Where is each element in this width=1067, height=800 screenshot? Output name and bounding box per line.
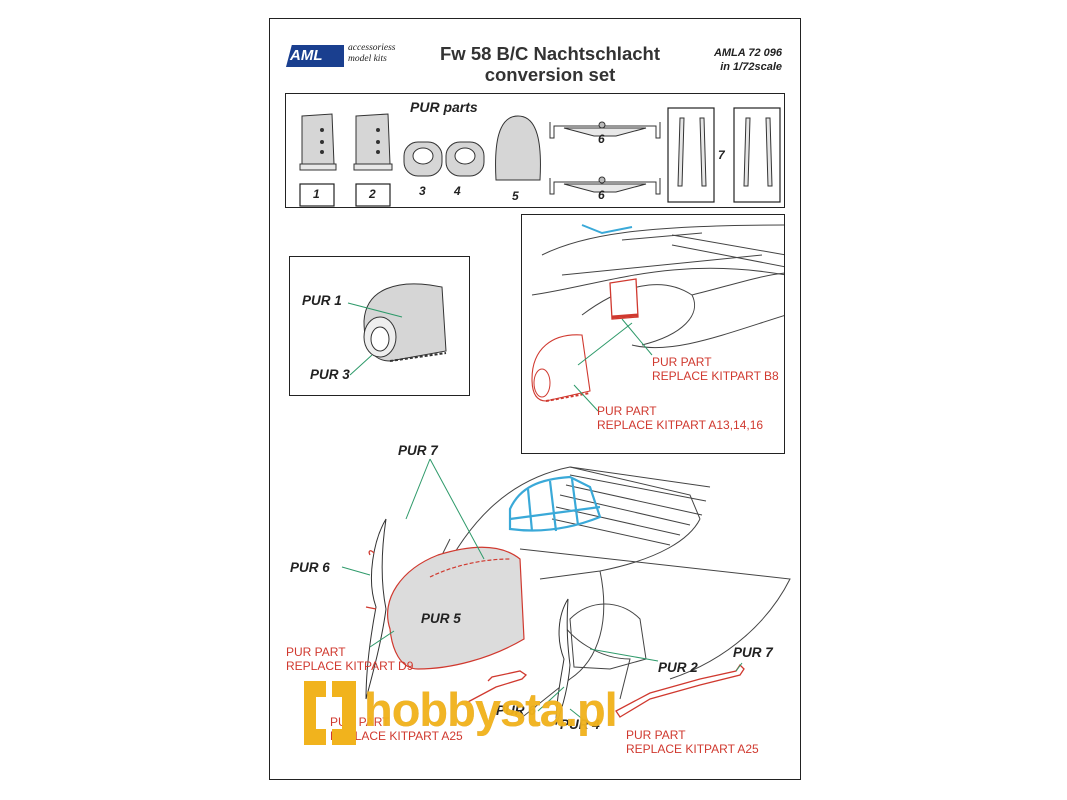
part-number-6b: 6 (598, 188, 605, 202)
main-note-d9-line1: PUR PART (286, 645, 346, 659)
code-line2: in 1/72scale (720, 61, 782, 73)
watermark-logo-icon (304, 681, 356, 745)
wing-nacelle-drawing (531, 224, 784, 412)
nacelle-view-panel: PUR PART REPLACE KITPART B8 PUR PART REP… (521, 214, 785, 454)
part-number-1: 1 (313, 187, 320, 201)
view-note-a13-line1: PUR PART (597, 404, 657, 418)
main-label-pur7-top: PUR 7 (398, 443, 438, 458)
view-note-a13-line2: REPLACE KITPART A13,14,16 (597, 418, 764, 432)
watermark-text: hobbysta.pl (364, 683, 618, 736)
part-number-3: 3 (419, 184, 426, 198)
main-note-d9: PUR PART REPLACE KITPART D9 (286, 645, 413, 673)
hobbysta-watermark: hobbysta.pl (302, 677, 618, 745)
product-code: AMLA 72 096 in 1/72scale (714, 46, 782, 74)
main-note-d9-line2: REPLACE KITPART D9 (286, 659, 414, 673)
detail-label-pur1: PUR 1 (302, 293, 342, 308)
nacelle-drawing (347, 283, 447, 376)
view-note-b8: PUR PART REPLACE KITPART B8 (652, 355, 779, 383)
code-line1: AMLA 72 096 (713, 47, 782, 59)
canopy-drawing (508, 475, 602, 532)
pur5-cowl-drawing (387, 546, 525, 670)
view-note-b8-line2: REPLACE KITPART B8 (652, 369, 779, 383)
part-6b-drawing (549, 176, 661, 195)
logo-subtitle: accessoriess model kits (348, 43, 396, 65)
part-6a-drawing (549, 121, 661, 139)
aml-logo: AML accessoriess model kits (286, 41, 406, 75)
title-line1: Fw 58 B/C Nachtschlacht (439, 43, 660, 64)
main-note-a25-right: PUR PART REPLACE KITPART A25 (626, 728, 759, 756)
part-number-6a: 6 (598, 132, 605, 146)
part-number-7: 7 (718, 148, 725, 162)
nacelle-detail-panel: PUR 1 PUR 3 (289, 256, 470, 396)
parts-drawings (299, 107, 781, 207)
part-number-2: 2 (369, 187, 376, 201)
main-label-pur7-right: PUR 7 (733, 645, 773, 660)
aircraft-main-drawing (341, 458, 791, 726)
pur-parts-panel: PUR parts (285, 93, 785, 208)
part-1-drawing (299, 113, 337, 171)
logo-mark: AML (286, 45, 344, 67)
part-3-drawing (403, 141, 443, 177)
part-2-drawing (353, 113, 393, 171)
part-number-5: 5 (512, 189, 519, 203)
parts-heading: PUR parts (410, 99, 478, 115)
main-label-pur4: PUR 4 (560, 717, 600, 732)
logo-sub-line1: accessoriess (348, 43, 396, 53)
main-note-a25-left-line2: REPLACE KITPART A25 (330, 729, 463, 743)
view-note-b8-line1: PUR PART (652, 355, 712, 369)
main-note-a25-right-line1: PUR PART (626, 728, 686, 742)
pur7-exhaust-left (465, 670, 528, 704)
main-label-pur6-left: PUR 6 (290, 560, 330, 575)
sheet-title: Fw 58 B/C Nachtschlacht conversion set (420, 43, 680, 85)
view-note-a13: PUR PART REPLACE KITPART A13,14,16 (597, 404, 763, 432)
detail-label-pur3: PUR 3 (310, 367, 350, 382)
part-7-drawing (677, 117, 773, 187)
title-line2: conversion set (484, 64, 616, 85)
part-number-4: 4 (454, 184, 461, 198)
part-4-drawing (445, 141, 485, 177)
logo-sub-line2: model kits (348, 54, 387, 64)
main-label-pur6-bottom: PUR 6 (496, 703, 536, 718)
main-label-pur5: PUR 5 (421, 611, 461, 626)
main-note-a25-right-line2: REPLACE KITPART A25 (626, 742, 759, 756)
part-5-drawing (495, 115, 541, 181)
main-label-pur2: PUR 2 (658, 660, 698, 675)
instruction-sheet: AML accessoriess model kits Fw 58 B/C Na… (269, 18, 801, 780)
